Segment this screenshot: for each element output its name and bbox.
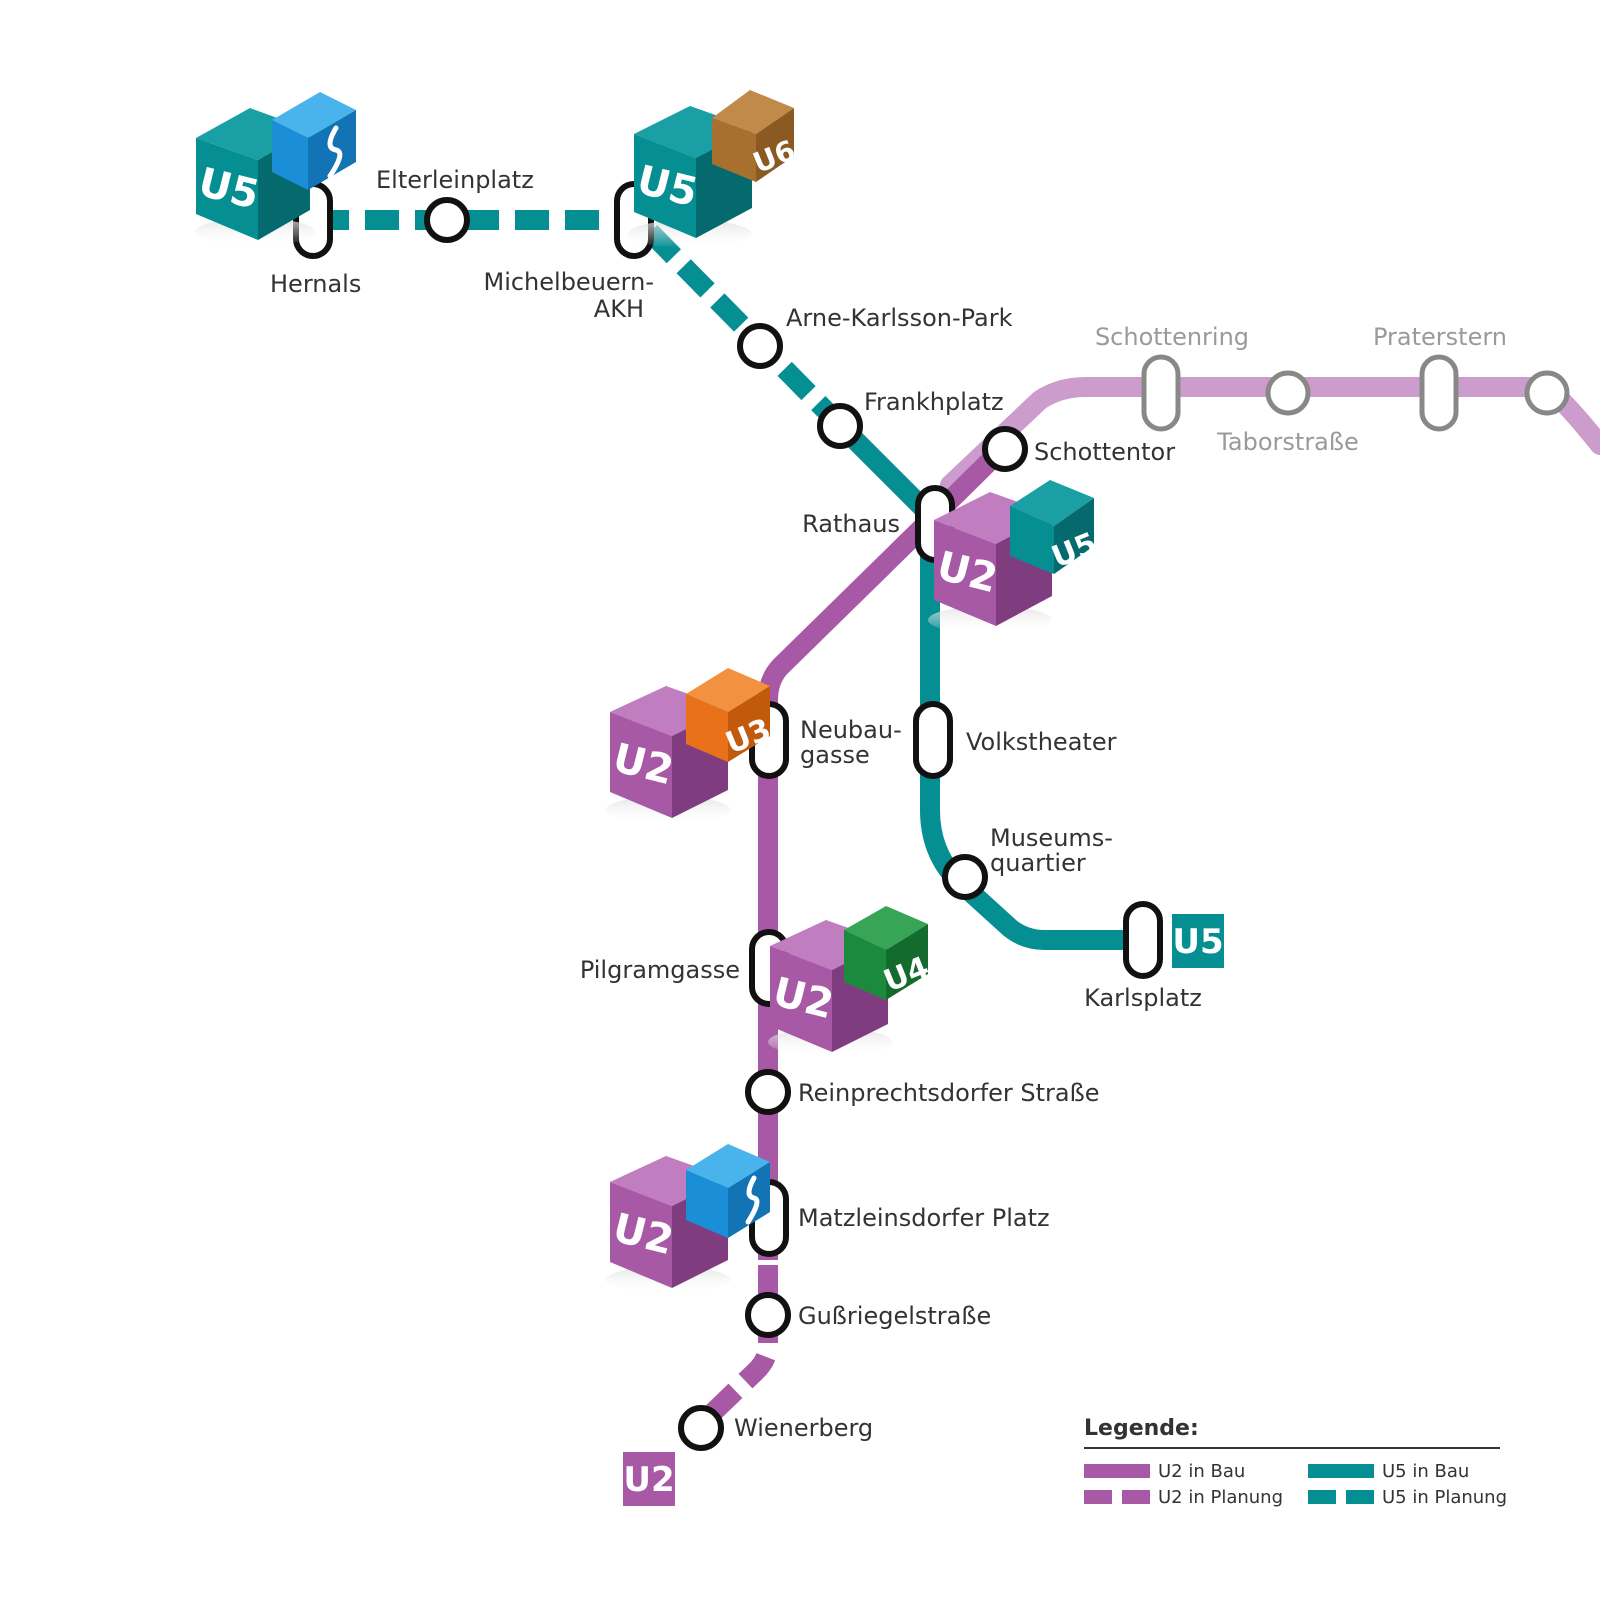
label-karlsplatz: Karlsplatz: [1084, 984, 1202, 1012]
label-gussriegelstrasse: Gußriegelstraße: [798, 1302, 991, 1330]
interchange-cube-neubaugasse: U2 U3: [606, 668, 776, 824]
interchange-cube-matzleinsdorfer-platz: U2: [606, 1144, 770, 1294]
label-arne-karlsson-park: Arne-Karlsson-Park: [786, 304, 1013, 332]
terminal-label-u2: U2: [623, 1460, 674, 1500]
station-marker-wienerberg[interactable]: [678, 1405, 724, 1451]
label-frankhplatz: Frankhplatz: [864, 388, 1004, 416]
label-matzleinsdorfer-platz: Matzleinsdorfer Platz: [798, 1204, 1050, 1232]
u3-cube: U3: [686, 668, 776, 762]
u2-terminal-badge: U2: [623, 1452, 675, 1506]
label-wienerberg: Wienerberg: [734, 1414, 873, 1442]
legend-item-u2-planung: U2 in Planung: [1084, 1487, 1283, 1508]
legend-item-u5-planung: U5 in Planung: [1308, 1487, 1507, 1508]
station-marker-arne-karlsson-park[interactable]: [737, 323, 783, 369]
station-marker-elterleinplatz[interactable]: [424, 197, 470, 243]
label-museumsquartier-2: quartier: [990, 849, 1086, 877]
label-elterleinplatz: Elterleinplatz: [376, 166, 534, 194]
label-taborstrasse: Taborstraße: [1216, 428, 1359, 456]
legend-label-u5-planung: U5 in Planung: [1382, 1487, 1507, 1508]
legend-label-u5-bau: U5 in Bau: [1382, 1461, 1469, 1482]
label-rathaus: Rathaus: [802, 510, 900, 538]
sbahn-icon-matzleinsdorf: [686, 1144, 770, 1238]
u5-terminal-badge: U5: [1172, 914, 1224, 968]
station-marker-schottenring[interactable]: [1141, 354, 1181, 432]
station-marker-praterstern[interactable]: [1419, 354, 1459, 432]
label-schottentor: Schottentor: [1034, 438, 1175, 466]
legend: Legende: U2 in Bau U2 in Planung U5 in B…: [1084, 1416, 1507, 1508]
station-marker-gussriegelstrasse[interactable]: [745, 1292, 791, 1338]
station-marker-next[interactable]: [1524, 370, 1570, 416]
label-neubaugasse-1: Neubau-: [800, 716, 902, 744]
u4-cube: U4: [844, 906, 934, 1000]
sbahn-icon: [272, 92, 356, 190]
label-michelbeuern-1: Michelbeuern-: [483, 268, 654, 296]
label-praterstern: Praterstern: [1373, 323, 1507, 351]
station-marker-reinprechtsdorfer-strasse[interactable]: [745, 1069, 791, 1115]
existing-stations: [1141, 354, 1570, 432]
u2-existing-line: [940, 377, 1600, 495]
label-neubaugasse-2: gasse: [800, 741, 870, 769]
station-marker-karlsplatz[interactable]: [1123, 901, 1163, 979]
u6-cube: U6: [712, 90, 800, 182]
station-labels: Hernals Elterleinplatz Michelbeuern- AKH…: [270, 166, 1507, 1442]
interchange-cube-rathaus: U2 U5: [928, 480, 1102, 634]
station-marker-frankhplatz[interactable]: [817, 403, 863, 449]
station-marker-volkstheater[interactable]: [913, 701, 953, 779]
u5-cube-rathaus: U5: [1010, 480, 1102, 575]
station-marker-museumsquartier[interactable]: [942, 854, 988, 900]
station-marker-schottentor[interactable]: [982, 426, 1028, 472]
label-volkstheater: Volkstheater: [966, 728, 1117, 756]
label-museumsquartier-1: Museums-: [990, 824, 1113, 852]
label-michelbeuern-2: AKH: [594, 295, 644, 323]
label-schottenring: Schottenring: [1095, 323, 1249, 351]
terminal-label-u5: U5: [1172, 922, 1223, 962]
legend-label-u2-planung: U2 in Planung: [1158, 1487, 1283, 1508]
label-reinprechtsdorfer-strasse: Reinprechtsdorfer Straße: [798, 1079, 1100, 1107]
interchange-cube-michelbeuern: U5 U6: [628, 90, 800, 248]
legend-title: Legende:: [1084, 1416, 1199, 1441]
interchange-cube-hernals: U5: [194, 92, 356, 246]
interchange-cube-pilgramgasse: U2 U4: [768, 906, 934, 1056]
label-hernals: Hernals: [270, 270, 361, 298]
label-pilgramgasse: Pilgramgasse: [580, 956, 740, 984]
legend-item-u2-bau: U2 in Bau: [1084, 1461, 1245, 1482]
legend-label-u2-bau: U2 in Bau: [1158, 1461, 1245, 1482]
station-marker-taborstrasse[interactable]: [1265, 370, 1311, 416]
legend-item-u5-bau: U5 in Bau: [1308, 1461, 1469, 1482]
